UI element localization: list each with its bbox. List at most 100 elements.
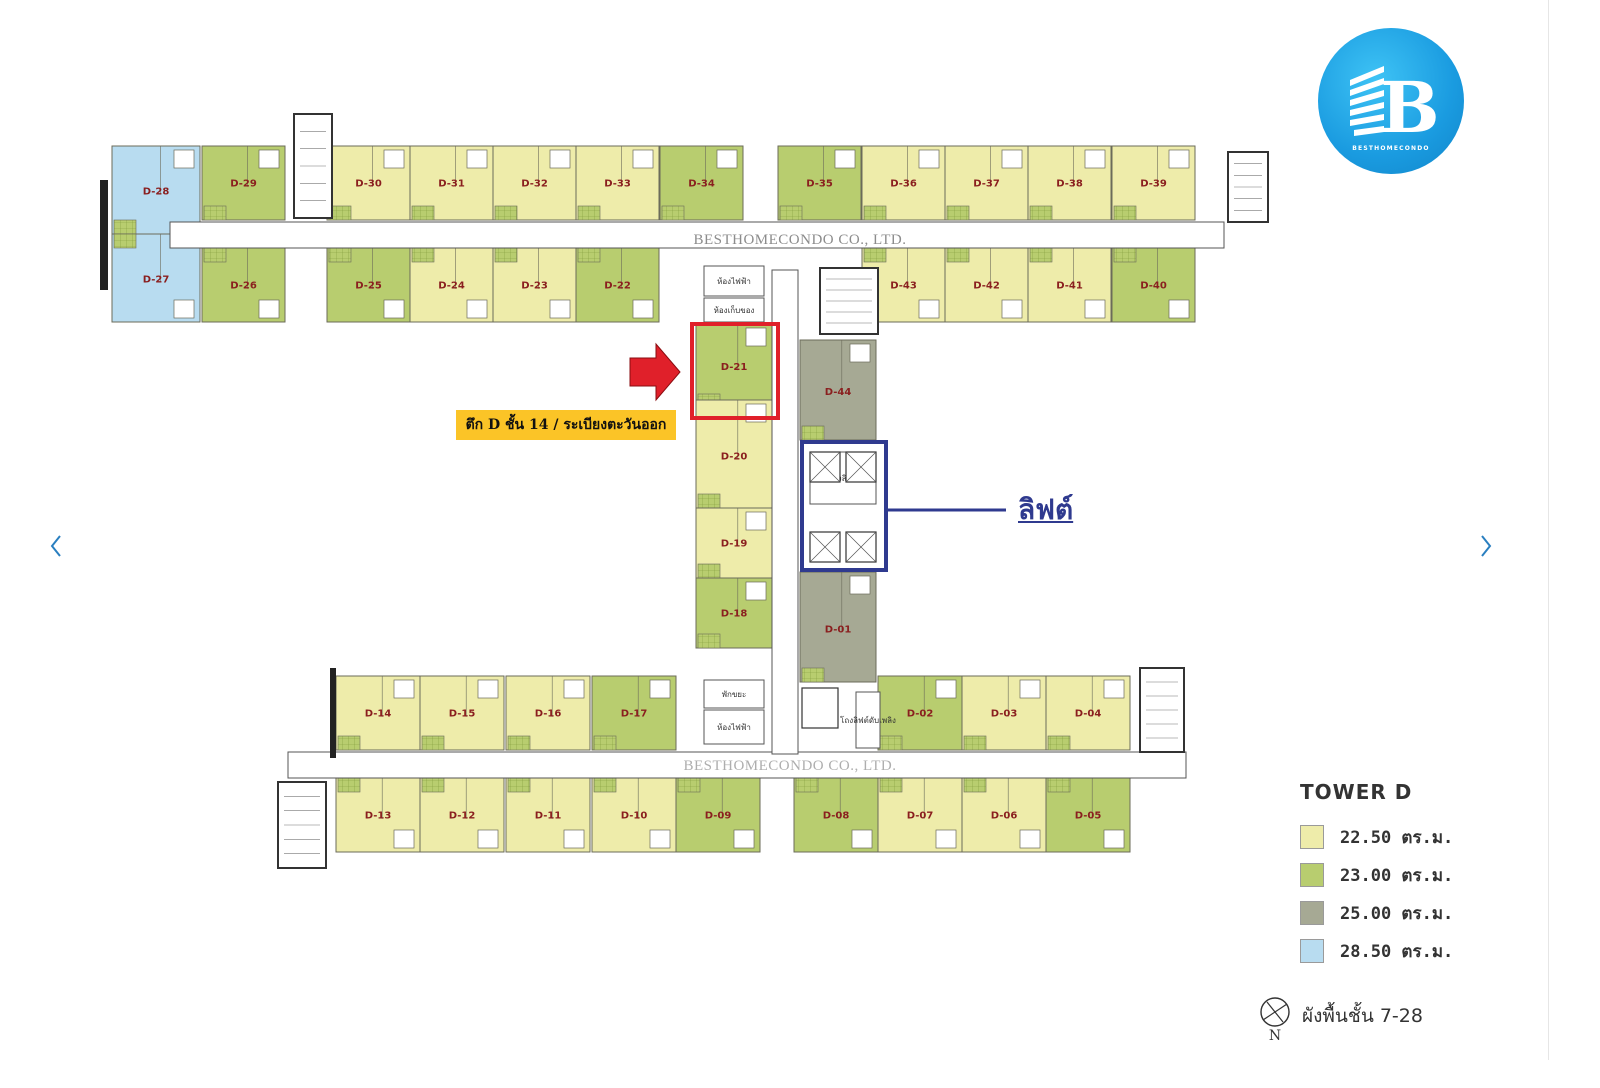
lift-car — [845, 451, 877, 483]
bathroom — [649, 829, 671, 849]
unit-label: D-33 — [604, 179, 631, 190]
unit-label: D-27 — [143, 274, 170, 285]
balcony-tiles — [328, 247, 352, 263]
balcony-tiles — [879, 735, 903, 751]
bathroom — [1001, 299, 1023, 319]
balcony-tiles — [801, 667, 825, 683]
unit-d-04: D-04 — [1045, 675, 1131, 751]
unit-label: D-12 — [449, 811, 476, 822]
unit-d-24: D-24 — [409, 247, 494, 323]
bathroom — [477, 679, 499, 699]
unit-d-08: D-08 — [793, 777, 879, 853]
unit-d-05: D-05 — [1045, 777, 1131, 853]
unit-label: D-15 — [449, 709, 476, 720]
unit-label: D-02 — [907, 709, 934, 720]
next-image-button[interactable] — [1474, 530, 1498, 562]
unit-label: D-24 — [438, 281, 465, 292]
unit-d-01: D-01 — [799, 571, 877, 683]
legend-label: 25.00 ตร.ม. — [1340, 903, 1454, 924]
unit-d-27: D-27 — [111, 233, 201, 323]
unit-label: D-29 — [230, 179, 257, 190]
lift-cross — [809, 451, 841, 483]
balcony-tiles — [1029, 205, 1053, 221]
balcony-tiles — [411, 205, 435, 221]
unit-d-25: D-25 — [326, 247, 411, 323]
bathroom — [745, 327, 767, 347]
balcony-tiles — [697, 633, 721, 649]
legend-swatch — [1300, 825, 1324, 849]
unit-d-16: D-16 — [505, 675, 591, 751]
unit-d-26: D-26 — [201, 247, 286, 323]
bathroom — [1084, 299, 1106, 319]
balcony-tiles — [963, 777, 987, 793]
balcony-tiles — [337, 777, 361, 793]
bathroom — [563, 679, 585, 699]
balcony-tiles — [1113, 247, 1137, 263]
balcony-tiles — [863, 205, 887, 221]
lift-label: ลิฟต์ — [1018, 493, 1074, 526]
service-room — [703, 709, 765, 745]
balcony-tiles — [577, 205, 601, 221]
unit-label: D-14 — [365, 709, 392, 720]
top-corridor — [169, 221, 1225, 249]
legend-label: 23.00 ตร.ม. — [1340, 865, 1454, 886]
bathroom — [383, 299, 405, 319]
labels-layer: BESTHOMECONDO CO., LTD.BESTHOMECONDO CO.… — [629, 232, 1006, 774]
bathroom — [918, 299, 940, 319]
bathroom — [649, 679, 671, 699]
unit-d-39: D-39 — [1111, 145, 1196, 221]
unit-d-06: D-06 — [961, 777, 1047, 853]
unit-label: D-43 — [890, 281, 917, 292]
unit-label: D-39 — [1140, 179, 1167, 190]
bathroom — [477, 829, 499, 849]
legend-label: 22.50 ตร.ม. — [1340, 827, 1454, 848]
bathroom — [549, 149, 571, 169]
stair-bottom-east — [1139, 667, 1185, 753]
balcony-tiles — [946, 247, 970, 263]
previous-image-button[interactable] — [44, 530, 68, 562]
unit-label: D-23 — [521, 281, 548, 292]
unit-label: D-05 — [1075, 811, 1102, 822]
unit-label: D-34 — [688, 179, 715, 190]
bathroom — [1019, 829, 1041, 849]
bathroom — [849, 343, 871, 363]
bathroom — [1103, 679, 1125, 699]
bathroom — [1001, 149, 1023, 169]
balcony-tiles — [411, 247, 435, 263]
logo-text: BESTHOMECONDO — [1352, 145, 1430, 152]
unit-d-17: D-17 — [591, 675, 677, 751]
bathroom — [849, 575, 871, 595]
legend-item-23-00: 23.00 ตร.ม. — [1300, 856, 1500, 894]
unit-label: D-06 — [991, 811, 1018, 822]
service-room — [703, 265, 765, 297]
west-end-wall — [100, 180, 108, 290]
spine-corridor — [771, 269, 799, 755]
unit-label: D-09 — [705, 811, 732, 822]
garbage-room: พักขยะ — [703, 679, 765, 709]
bathroom — [258, 149, 280, 169]
unit-label: D-38 — [1056, 179, 1083, 190]
bathroom — [466, 149, 488, 169]
bathroom — [563, 829, 585, 849]
page-divider — [1548, 0, 1549, 1060]
unit-label: D-11 — [535, 811, 562, 822]
unit-d-02: D-02 — [877, 675, 963, 751]
bottom-wing-wall — [330, 668, 336, 758]
service-room-label: ห้องเก็บของ — [714, 305, 755, 315]
unit-d-34: D-34 — [659, 145, 744, 221]
chevron-right-icon — [1481, 535, 1492, 557]
balcony-tiles — [946, 205, 970, 221]
besthomecondo-logo: B BESTHOMECONDO — [1318, 28, 1464, 174]
balcony-tiles — [113, 233, 137, 249]
unit-label: D-25 — [355, 281, 382, 292]
lift-highlight — [800, 440, 888, 572]
bathroom — [383, 149, 405, 169]
service-room — [703, 679, 765, 709]
balcony-tiles — [494, 205, 518, 221]
bathroom — [745, 511, 767, 531]
unit-label: D-44 — [825, 387, 852, 398]
unit-label: D-18 — [721, 609, 748, 620]
unit-d-33: D-33 — [575, 145, 660, 221]
compass-north-label: N — [1269, 1028, 1281, 1042]
